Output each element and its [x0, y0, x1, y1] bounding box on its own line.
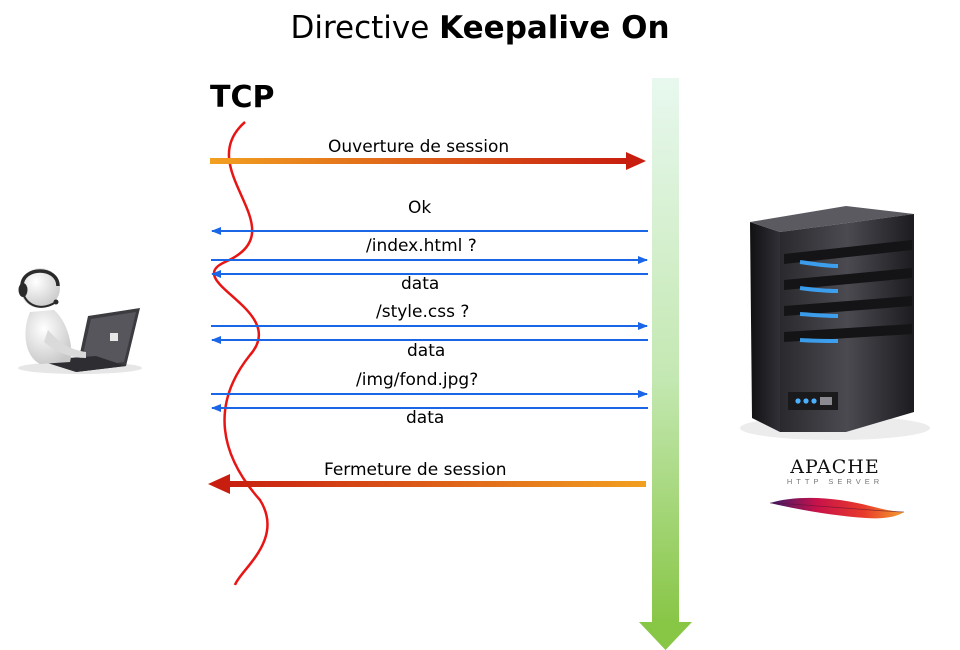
page-title: Directive Keepalive On: [0, 10, 960, 46]
server-timeline-arrow: [639, 78, 692, 650]
title-strong: Keepalive On: [439, 10, 670, 46]
apache-feather-icon: [769, 497, 905, 519]
tcp-label: TCP: [210, 80, 275, 115]
apache-logo-name: APACHE: [790, 456, 880, 478]
style-request-label: /style.css ?: [376, 302, 470, 322]
ok-label: Ok: [408, 198, 432, 218]
data-1-label: data: [401, 274, 440, 294]
data-3-label: data: [406, 408, 445, 428]
tcp-connection-wave: [212, 121, 269, 586]
img-request-label: /img/fond.jpg?: [356, 370, 479, 390]
session-close-arrow: [208, 474, 646, 494]
server-icon: [740, 206, 930, 440]
open-session-label: Ouverture de session: [328, 137, 510, 157]
client-user-icon: [18, 268, 142, 374]
data-2-label: data: [407, 341, 446, 361]
session-open-arrow: [210, 152, 646, 170]
apache-logo-subtitle: HTTP SERVER: [786, 477, 884, 486]
index-request-label: /index.html ?: [366, 236, 477, 256]
apache-logo: APACHE HTTP SERVER: [745, 456, 925, 487]
title-prefix: Directive: [290, 10, 440, 46]
close-session-label: Fermeture de session: [324, 460, 507, 480]
